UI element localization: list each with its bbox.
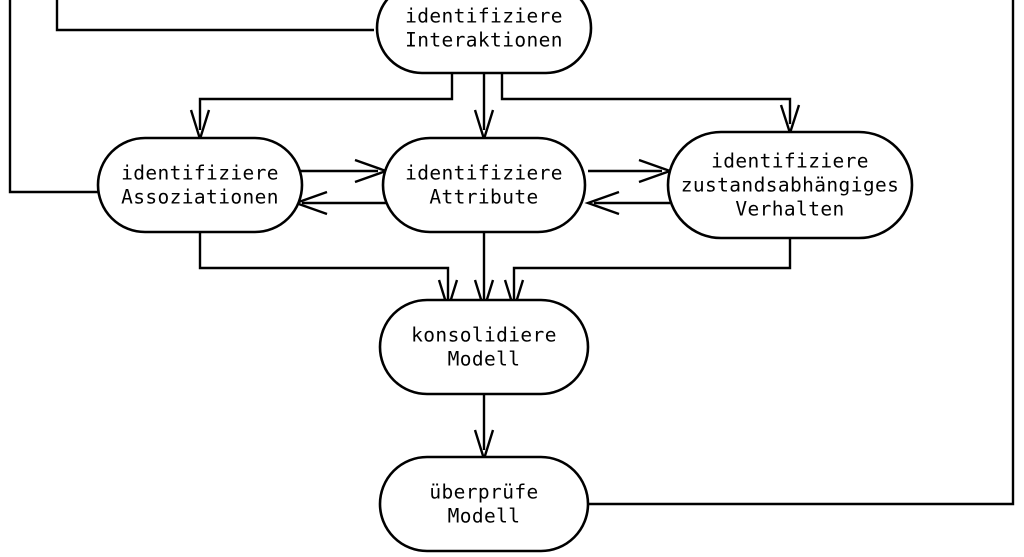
edge-interaktionen-to-assoziationen <box>198 73 454 130</box>
node-label-attribute-line1: identifiziere <box>405 162 563 185</box>
edge-ueberpruefe-feedback-right <box>588 0 1015 506</box>
arrowhead-verhalten-to-attribute <box>584 190 620 216</box>
node-label-verhalten-line1: identifiziere <box>711 150 869 173</box>
edge-verhalten-to-konsolidiere <box>512 238 792 300</box>
node-identifiziere-interaktionen[interactable]: identifiziere Interaktionen <box>375 0 593 75</box>
node-identifiziere-assoziationen[interactable]: identifiziere Assoziationen <box>96 136 304 234</box>
edge-interaktionen-feedback-left <box>55 0 374 32</box>
node-identifiziere-zustandsabhaengiges-verhalten[interactable]: identifiziere zustandsabhängiges Verhalt… <box>666 130 914 240</box>
edge-assoziationen-to-konsolidiere <box>198 232 450 300</box>
node-identifiziere-attribute[interactable]: identifiziere Attribute <box>381 136 587 234</box>
node-shape-attribute <box>381 136 587 234</box>
node-label-ueberpruefe-line1: überprüfe <box>429 481 538 504</box>
node-konsolidiere-modell[interactable]: konsolidiere Modell <box>378 298 590 396</box>
node-shape-konsolidiere <box>378 298 590 396</box>
edge-interaktionen-to-verhalten <box>500 73 792 124</box>
node-label-attribute-line2: Attribute <box>429 186 538 209</box>
node-label-ueberpruefe-line2: Modell <box>448 505 521 528</box>
node-shape-ueberpruefe <box>378 455 590 553</box>
node-label-verhalten-line2: zustandsabhängiges <box>681 174 900 197</box>
node-label-interaktionen-line1: identifiziere <box>405 5 563 28</box>
node-shape-interaktionen <box>375 0 593 75</box>
node-label-assoziationen-line2: Assoziationen <box>121 186 279 209</box>
node-label-verhalten-line3: Verhalten <box>735 198 844 221</box>
node-label-interaktionen-line2: Interaktionen <box>405 29 563 52</box>
node-ueberpruefe-modell[interactable]: überprüfe Modell <box>378 455 590 553</box>
node-label-konsolidiere-line1: konsolidiere <box>411 324 557 347</box>
node-shape-assoziationen <box>96 136 304 234</box>
node-label-konsolidiere-line2: Modell <box>448 348 521 371</box>
edge-assoziationen-feedback-left <box>8 0 98 194</box>
node-label-assoziationen-line1: identifiziere <box>121 162 279 185</box>
node-shape-verhalten <box>666 130 914 240</box>
